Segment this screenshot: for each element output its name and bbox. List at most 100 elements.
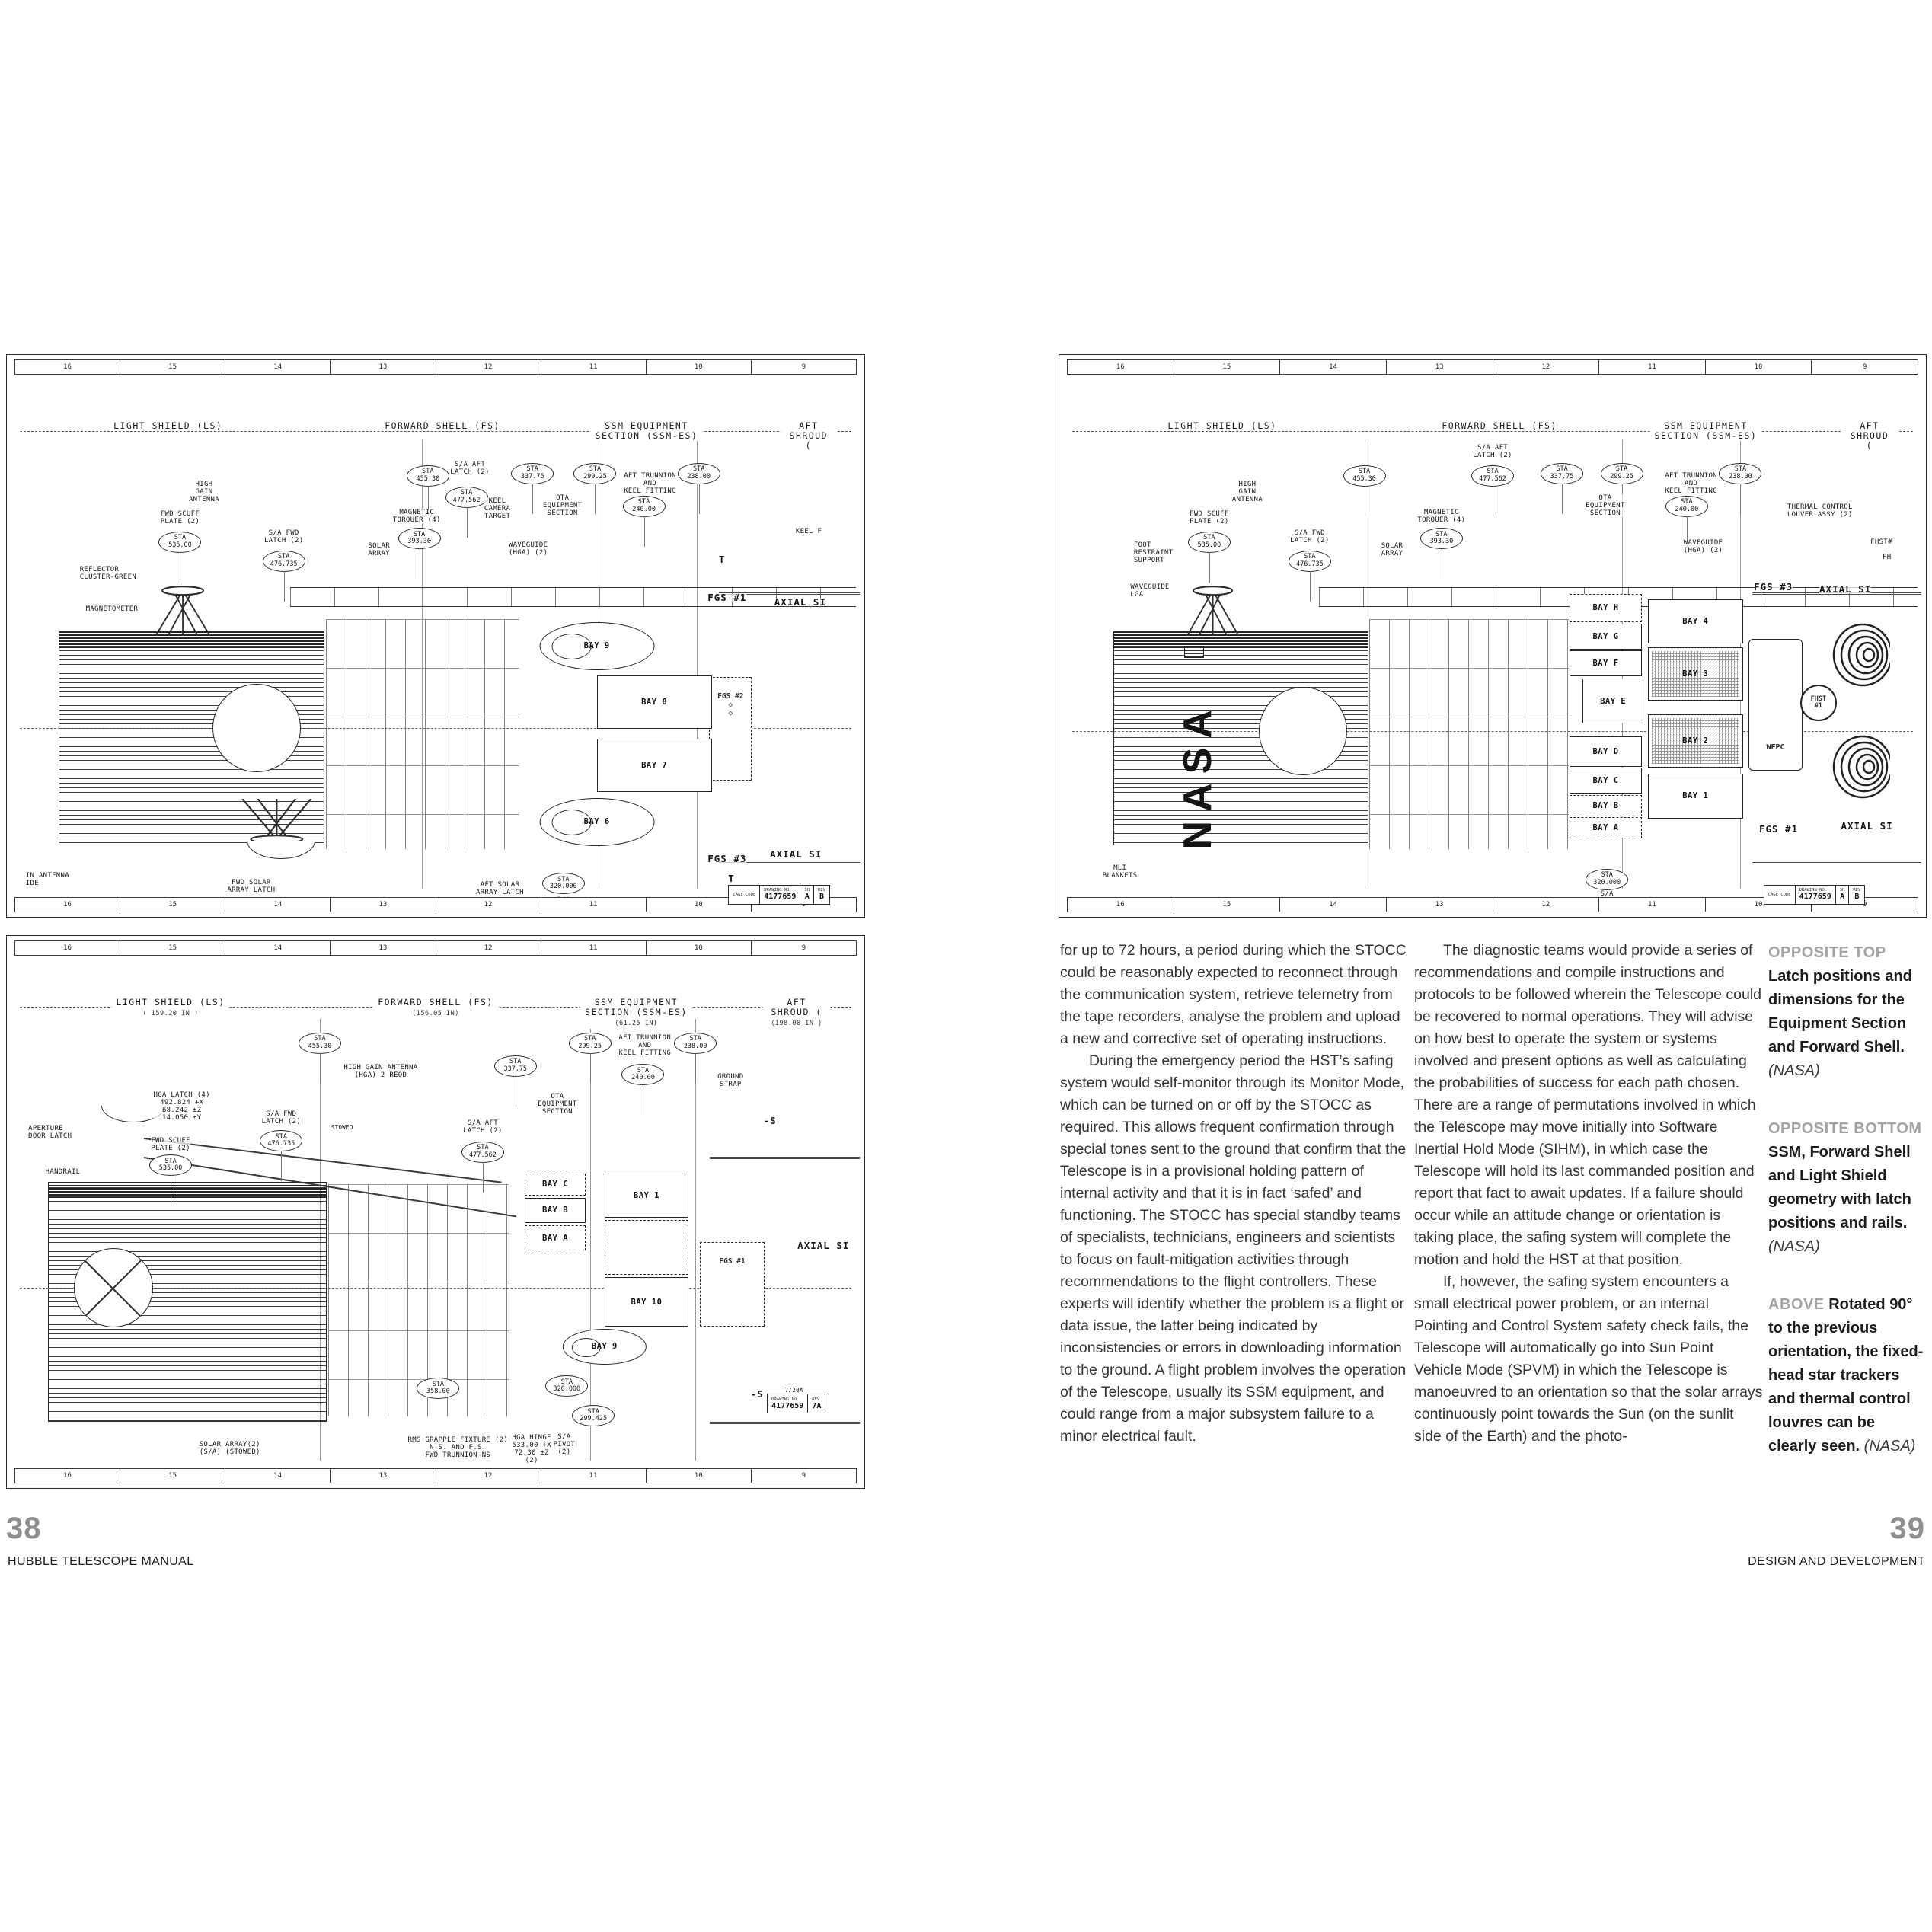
bay-label: BAY 2 bbox=[1682, 736, 1709, 746]
rev-value: 7A bbox=[812, 1401, 822, 1410]
ruler-number: 10 bbox=[645, 360, 751, 374]
axial-rail bbox=[718, 862, 861, 865]
bay-box: BAY 7 bbox=[596, 739, 712, 793]
station-callout: STA 238.00 bbox=[674, 1032, 717, 1084]
hga-dish-stowed bbox=[73, 1247, 153, 1327]
caption-above: ABOVE Rotated 90° to the previous orient… bbox=[1768, 1293, 1924, 1458]
diagram-label: AXIAL SI bbox=[797, 1239, 850, 1251]
ruler-number: 11 bbox=[1598, 360, 1705, 374]
section-label: LIGHT SHIELD (LS) bbox=[1163, 421, 1282, 432]
titleblock-sh-header: SH bbox=[1839, 888, 1845, 893]
bay-box: BAY D bbox=[1570, 736, 1642, 767]
caption-opposite-top: OPPOSITE TOP Latch positions and dimensi… bbox=[1768, 941, 1924, 1083]
section-label: SSM EQUIPMENT SECTION (SSM-ES) bbox=[590, 421, 703, 442]
ruler-number: 13 bbox=[330, 941, 435, 955]
ruler-number: 15 bbox=[120, 898, 225, 912]
diagram-label: MAGNETOMETER bbox=[85, 605, 139, 614]
diagram-label: FGS #3 bbox=[707, 852, 747, 864]
diagram-label: S/A AFT LATCH (2) bbox=[450, 460, 490, 476]
bay-label: BAY 9 bbox=[591, 1342, 618, 1352]
ruler-number: 14 bbox=[225, 941, 330, 955]
ruler-number: 10 bbox=[645, 898, 751, 912]
ruler-number: 11 bbox=[540, 1469, 646, 1483]
bay-box: BAY G bbox=[1570, 623, 1642, 650]
station-callout: STA 455.30 bbox=[406, 465, 449, 516]
text-column-1: for up to 72 hours, a period during whic… bbox=[1060, 940, 1409, 1448]
bay-box: BAY 1 bbox=[604, 1173, 689, 1218]
text-column-2: The diagnostic teams would provide a ser… bbox=[1414, 940, 1763, 1448]
centerline bbox=[1072, 731, 1913, 733]
caption-label: ABOVE bbox=[1768, 1296, 1825, 1313]
light-shield-band bbox=[58, 631, 324, 650]
aft-strut bbox=[241, 799, 312, 845]
caption-credit: (NASA) bbox=[1768, 1062, 1820, 1079]
diamond-symbol: ◇ ◇ bbox=[728, 700, 733, 717]
titleblock-rev-header: REV bbox=[1853, 888, 1861, 893]
drawing-number: 4177659 bbox=[1799, 893, 1831, 902]
bay-box: BAY 2 bbox=[1647, 714, 1743, 768]
bay-box: BAY 1 bbox=[1647, 773, 1743, 819]
wfpc-box: WFPC bbox=[1748, 638, 1803, 771]
station-callout: STA 455.30 bbox=[1343, 465, 1386, 516]
sheet-value: A bbox=[1840, 893, 1845, 902]
section-label: FORWARD SHELL (FS) bbox=[380, 421, 505, 432]
axial-rail bbox=[718, 592, 861, 596]
bay-label: BAY G bbox=[1592, 631, 1619, 641]
bay-label: BAY C bbox=[1592, 776, 1619, 786]
bay-box: BAY B bbox=[525, 1197, 586, 1223]
ruler-number: 16 bbox=[63, 363, 72, 371]
fgs2-label: FGS #2 bbox=[717, 691, 744, 701]
diagram-label: OTA EQUIPMENT SECTION bbox=[542, 494, 583, 518]
fhst-circle: FHST #1 bbox=[1799, 684, 1837, 721]
bay-label: BAY 4 bbox=[1682, 616, 1709, 626]
diagram-label: OTA EQUIPMENT SECTION bbox=[1586, 494, 1625, 518]
section-label: FORWARD SHELL (FS) bbox=[1437, 421, 1562, 432]
diagram-label: FWD SCUFF PLATE (2) bbox=[160, 509, 200, 525]
shell-circle bbox=[1258, 687, 1347, 776]
diagram-label: SOLAR ARRAY bbox=[1381, 542, 1403, 558]
diagram-label: FWD SCUFF PLATE (2) bbox=[1190, 509, 1229, 525]
diagram-label: FGS #3 bbox=[1754, 580, 1793, 592]
diagram-label: SOLAR ARRAY(2) (S/A) (STOWED) bbox=[199, 1440, 260, 1456]
titleblock-drawing-header: DRAWING NO bbox=[764, 888, 790, 893]
bay-box: BAY A bbox=[525, 1225, 586, 1251]
station-line bbox=[697, 439, 698, 889]
diagram-label: -S bbox=[763, 1114, 777, 1126]
station-callout: STA 240.00 bbox=[1665, 495, 1708, 547]
bay-label: BAY C bbox=[542, 1180, 569, 1190]
diagram-label: 7/20A bbox=[784, 1386, 803, 1394]
section-rule bbox=[19, 431, 852, 433]
diagram-label: AFT TRUNNION AND KEEL FITTING bbox=[618, 1034, 672, 1058]
shell-circle bbox=[212, 684, 301, 773]
drawing-number: 4177659 bbox=[764, 893, 797, 902]
centerline bbox=[19, 728, 852, 730]
axial-rail bbox=[1752, 592, 1922, 596]
caption-text: Rotated 90° to the previous orientation,… bbox=[1768, 1296, 1924, 1455]
station-callout: STA 299.25 bbox=[1600, 462, 1643, 514]
sheet-value: A bbox=[804, 893, 810, 902]
hga-tripod bbox=[1186, 585, 1240, 636]
ruler-number: 12 bbox=[435, 898, 541, 912]
nasa-worm-logo: NASA bbox=[1176, 701, 1221, 850]
caption-label: OPPOSITE TOP bbox=[1768, 944, 1886, 961]
ruler-number: 10 bbox=[645, 1469, 751, 1483]
centerline bbox=[19, 1287, 852, 1289]
diagram-label: WAVEGUIDE LGA bbox=[1130, 583, 1170, 599]
bay-label: BAY 1 bbox=[1682, 791, 1709, 801]
ruler-number: 10 bbox=[1704, 360, 1812, 374]
forward-shell-truss bbox=[328, 1184, 509, 1416]
bay-box: BAY 4 bbox=[1647, 599, 1743, 643]
titleblock-cage-header: CAGE CODE bbox=[1768, 892, 1791, 897]
ruler-number: 13 bbox=[1385, 360, 1493, 374]
diagram-label: FGS #1 bbox=[707, 592, 747, 604]
diagram-label: AXIAL SI bbox=[770, 848, 822, 860]
rev-value: B bbox=[1854, 893, 1860, 902]
bay-box: BAY 10 bbox=[604, 1277, 689, 1327]
ruler-number: 15 bbox=[1173, 898, 1280, 912]
page-footer-right: DESIGN AND DEVELOPMENT bbox=[1748, 1555, 1925, 1568]
page-number-left: 38 bbox=[6, 1512, 42, 1545]
ruler-number: 16 bbox=[1116, 363, 1125, 371]
